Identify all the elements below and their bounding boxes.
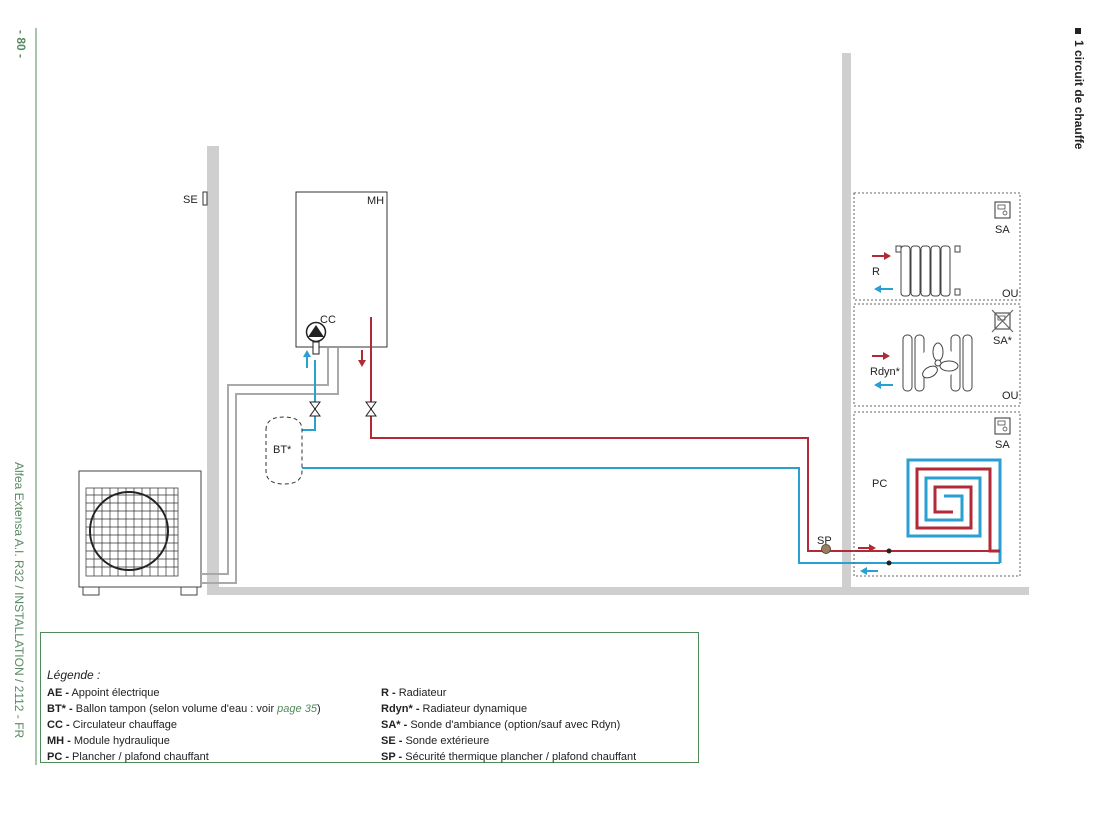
legend-item: SP - Sécurité thermique plancher / plafo… bbox=[381, 751, 637, 763]
page-link[interactable]: page 35 bbox=[277, 703, 317, 715]
sa-label-3: SA bbox=[995, 439, 1010, 451]
sa-label-2: SA* bbox=[993, 335, 1013, 347]
mh-label: MH bbox=[367, 195, 384, 207]
pc-label: PC bbox=[872, 478, 887, 490]
page-number: - 80 - bbox=[14, 30, 28, 59]
cc-label: CC bbox=[320, 314, 336, 326]
bullet-square bbox=[1075, 28, 1082, 34]
legend-item: CC - Circulateur chauffage bbox=[47, 719, 178, 731]
dynamic-radiator bbox=[902, 334, 973, 392]
sa-label-1: SA bbox=[995, 224, 1010, 236]
flow-arrow-up bbox=[303, 350, 311, 368]
hydraulic-module bbox=[295, 191, 388, 348]
legend-item: SA* - Sonde d'ambiance (option/sauf avec… bbox=[381, 719, 621, 731]
radiator bbox=[895, 245, 961, 297]
legend-right-column: R - Radiateur Rdyn* - Radiateur dynamiqu… bbox=[381, 685, 636, 765]
outdoor-unit bbox=[78, 470, 202, 596]
rdyn-label: Rdyn* bbox=[870, 366, 901, 378]
floor bbox=[207, 587, 1029, 595]
r-label: R bbox=[872, 266, 880, 278]
legend-item: R - Radiateur bbox=[381, 687, 447, 699]
floor-safety-sensor bbox=[821, 544, 831, 554]
room-thermostat-3 bbox=[994, 417, 1011, 435]
legend-item: MH - Module hydraulique bbox=[47, 735, 170, 747]
building-walls bbox=[207, 53, 1029, 595]
hot-supply-pipe bbox=[370, 317, 1000, 552]
cold-return-pipe bbox=[302, 467, 1000, 564]
exterior-wall bbox=[207, 146, 219, 595]
panel-floor-heating bbox=[853, 411, 1021, 577]
se-label: SE bbox=[183, 194, 198, 206]
no-thermostat-icon bbox=[991, 309, 1014, 333]
interior-wall bbox=[842, 53, 851, 591]
outdoor-sensor bbox=[202, 191, 208, 206]
legend-item: AE - Appoint électrique bbox=[47, 687, 160, 699]
valve-return bbox=[309, 401, 321, 417]
sp-label: SP bbox=[817, 535, 832, 547]
floor-heating-coil bbox=[906, 458, 1002, 563]
section-title: 1 circuit de chauffe bbox=[1072, 28, 1086, 149]
cold-arrow-radiator bbox=[874, 285, 893, 293]
bt-label: BT* bbox=[273, 444, 292, 456]
panel-radiator bbox=[853, 192, 1021, 301]
legend-left-column: AE - Appoint électrique BT* - Ballon tam… bbox=[47, 685, 321, 765]
valve-supply bbox=[365, 401, 377, 417]
circulator-pump bbox=[305, 321, 327, 355]
refrigerant-lines bbox=[201, 348, 339, 584]
legend-box: Légende : AE - Appoint électrique BT* - … bbox=[40, 632, 699, 763]
cold-arrow-rdyn bbox=[874, 381, 893, 389]
ou-label-2: OU bbox=[1002, 390, 1019, 402]
legend-item: SE - Sonde extérieure bbox=[381, 735, 490, 747]
flow-arrow-down bbox=[358, 350, 366, 367]
panel-dynamic-radiator bbox=[853, 303, 1021, 407]
legend-title: Légende : bbox=[47, 668, 101, 682]
hot-arrow-pc bbox=[858, 544, 876, 552]
hot-arrow-radiator bbox=[872, 252, 891, 260]
room-thermostat-1 bbox=[994, 201, 1011, 219]
junction-cold bbox=[886, 560, 892, 566]
buffer-tank bbox=[265, 416, 303, 485]
document-reference: Alfea Extensa A.I. R32 / INSTALLATION / … bbox=[12, 462, 26, 739]
legend-item: PC - Plancher / plafond chauffant bbox=[47, 751, 209, 763]
legend-item: Rdyn* - Radiateur dynamique bbox=[381, 703, 528, 715]
cold-arrow-pc bbox=[860, 567, 878, 575]
legend-item: BT* - Ballon tampon (selon volume d'eau … bbox=[47, 703, 321, 715]
ou-label-1: OU bbox=[1002, 288, 1019, 300]
junction-hot bbox=[886, 548, 892, 554]
hot-arrow-rdyn bbox=[872, 352, 890, 360]
section-title-text: 1 circuit de chauffe bbox=[1072, 40, 1086, 150]
